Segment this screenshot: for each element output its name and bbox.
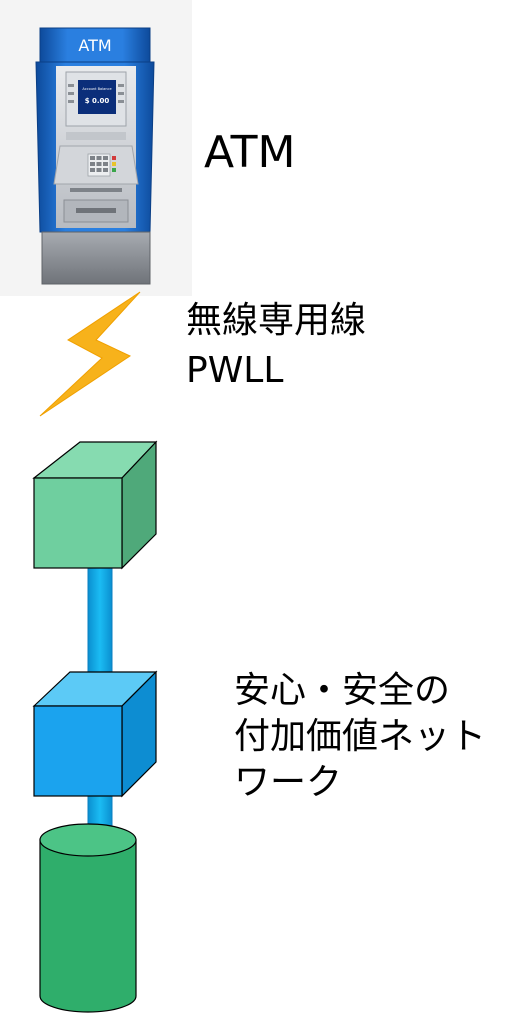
network-node-middle: [32, 670, 158, 798]
atm-label: ATM: [204, 127, 296, 178]
atm-screen: [78, 80, 116, 114]
atm-keypad: [87, 153, 116, 177]
wireless-link-label: 無線専用線 PWLL: [186, 296, 366, 396]
atm-icon: ATM Account Balance $ 0.00: [35, 27, 155, 285]
wireless-link-label-line2: PWLL: [186, 350, 284, 391]
atm-screen-title: Account Balance: [82, 87, 111, 91]
network-label: 安心・安全の 付加価値ネット ワーク: [234, 668, 486, 806]
atm-header-text: ATM: [78, 36, 111, 55]
network-label-line2: 付加価値ネット: [234, 716, 487, 757]
wireless-link-label-line1: 無線専用線: [186, 300, 367, 341]
lightning-bolt-icon: [39, 291, 141, 417]
router-node-top: [32, 440, 158, 570]
network-label-line1: 安心・安全の: [234, 670, 451, 711]
connection-pipe-upper: [87, 563, 113, 679]
network-label-line3: ワーク: [234, 762, 343, 803]
database-icon: [39, 823, 137, 1013]
atm-screen-amount: $ 0.00: [85, 97, 110, 105]
